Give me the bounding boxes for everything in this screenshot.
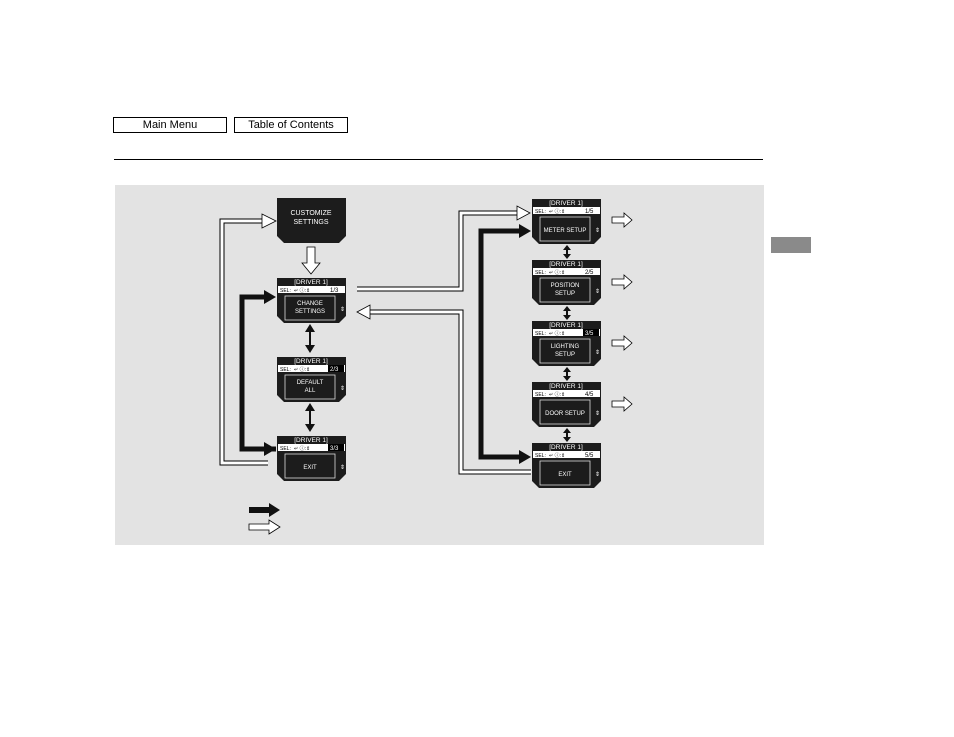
screen-label-1: POSITION <box>551 283 580 289</box>
open-arrow-small-1 <box>611 212 633 228</box>
screen-counter: 2/5 <box>585 270 594 276</box>
table-of-contents-button[interactable]: Table of Contents <box>234 117 348 133</box>
left-screen-2: [DRIVER 1] SEL: ↵ ⓘ:⇕ 2/3 DEFAULT ALL ⇕ <box>277 357 346 402</box>
customize-line2: SETTINGS <box>293 219 328 226</box>
screen-label-1: METER SETUP <box>544 228 587 234</box>
sel-label: SEL: <box>535 270 546 276</box>
sel-label: SEL: <box>535 392 546 398</box>
customize-line1: CUSTOMIZE <box>290 210 331 217</box>
legend-dark-arrow <box>249 503 280 517</box>
screen-header: [DRIVER 1] <box>294 279 328 286</box>
svg-text:↵ ⓘ:⇕: ↵ ⓘ:⇕ <box>549 269 565 276</box>
svg-text:⇕: ⇕ <box>595 410 600 417</box>
svg-text:⇕: ⇕ <box>340 385 345 392</box>
dark-loop-right <box>478 228 520 460</box>
double-arrow-right-1 <box>563 245 571 259</box>
svg-text:⇕: ⇕ <box>340 306 345 313</box>
screen-label-2: SETUP <box>555 352 575 358</box>
double-arrow-right-4 <box>563 428 571 442</box>
svg-text:⇕: ⇕ <box>340 464 345 471</box>
customize-settings-screen: CUSTOMIZE SETTINGS <box>277 198 346 243</box>
svg-text:⇕: ⇕ <box>595 227 600 234</box>
screen-label-1: EXIT <box>558 472 572 478</box>
screen-label-1: DOOR SETUP <box>545 411 585 417</box>
screen-label-1: DEFAULT <box>297 380 324 386</box>
double-arrow-right-3 <box>563 367 571 381</box>
screen-label-1: EXIT <box>303 465 317 471</box>
open-arrow-to-right <box>357 210 518 292</box>
svg-text:↵ ⓘ:⇕: ↵ ⓘ:⇕ <box>549 330 565 337</box>
screen-header: [DRIVER 1] <box>549 261 583 268</box>
left-screen-3: [DRIVER 1] SEL: ↵ ⓘ:⇕ 3/3 EXIT ⇕ <box>277 436 346 481</box>
screen-header: [DRIVER 1] <box>549 200 583 207</box>
screen-header: [DRIVER 1] <box>294 358 328 365</box>
svg-text:⇕: ⇕ <box>595 471 600 478</box>
screen-label-2: SETTINGS <box>295 309 325 315</box>
screen-counter: 5/5 <box>585 453 594 459</box>
svg-text:⇕: ⇕ <box>595 288 600 295</box>
open-arrow-small-4 <box>611 396 633 412</box>
dark-loop-left <box>239 294 276 452</box>
screen-counter: 2/3 <box>330 367 339 373</box>
sel-label: SEL: <box>535 209 546 215</box>
left-screen-1: [DRIVER 1] SEL: ↵ ⓘ:⇕ 1/3 CHANGE SETTING… <box>277 278 346 323</box>
right-screen-2: [DRIVER 1] SEL: ↵ ⓘ:⇕ 2/5 POSITION SETUP… <box>532 260 601 305</box>
screen-counter: 3/3 <box>330 446 339 452</box>
svg-text:↵ ⓘ:⇕: ↵ ⓘ:⇕ <box>294 366 310 373</box>
right-screen-1: [DRIVER 1] SEL: ↵ ⓘ:⇕ 1/5 METER SETUP ⇕ <box>532 199 601 244</box>
double-arrow-left-1 <box>305 324 315 353</box>
header-divider <box>114 159 763 160</box>
open-arrow-small-2 <box>611 274 633 290</box>
screen-label-2: ALL <box>305 388 316 394</box>
svg-text:↵ ⓘ:⇕: ↵ ⓘ:⇕ <box>294 445 310 452</box>
screen-header: [DRIVER 1] <box>549 383 583 390</box>
screen-header: [DRIVER 1] <box>549 444 583 451</box>
screen-counter: 1/5 <box>585 209 594 215</box>
screen-counter: 1/3 <box>330 288 339 294</box>
sel-label: SEL: <box>535 453 546 459</box>
sel-label: SEL: <box>280 367 291 373</box>
screen-label-1: LIGHTING <box>551 344 580 350</box>
sel-label: SEL: <box>280 288 291 294</box>
screen-label-2: SETUP <box>555 291 575 297</box>
sel-label: SEL: <box>535 331 546 337</box>
arrow-down-open <box>301 246 321 275</box>
svg-text:⇕: ⇕ <box>595 349 600 356</box>
open-arrow-small-3 <box>611 335 633 351</box>
section-tab[interactable] <box>771 237 811 253</box>
screen-counter: 3/5 <box>585 331 594 337</box>
sel-label: SEL: <box>280 446 291 452</box>
right-screen-3: [DRIVER 1] SEL: ↵ ⓘ:⇕ 3/5 LIGHTING SETUP… <box>532 321 601 366</box>
double-arrow-left-2 <box>305 403 315 432</box>
screen-header: [DRIVER 1] <box>549 322 583 329</box>
legend-open-arrow <box>248 519 281 535</box>
svg-text:↵ ⓘ:⇕: ↵ ⓘ:⇕ <box>549 452 565 459</box>
svg-text:↵ ⓘ:⇕: ↵ ⓘ:⇕ <box>294 287 310 294</box>
open-arrow-back-left <box>369 309 531 475</box>
open-loop-left <box>219 218 268 466</box>
svg-text:↵ ⓘ:⇕: ↵ ⓘ:⇕ <box>549 208 565 215</box>
screen-label-1: CHANGE <box>297 301 323 307</box>
svg-text:↵ ⓘ:⇕: ↵ ⓘ:⇕ <box>549 391 565 398</box>
double-arrow-right-2 <box>563 306 571 320</box>
main-menu-button[interactable]: Main Menu <box>113 117 227 133</box>
right-screen-4: [DRIVER 1] SEL: ↵ ⓘ:⇕ 4/5 DOOR SETUP ⇕ <box>532 382 601 427</box>
screen-header: [DRIVER 1] <box>294 437 328 444</box>
right-screen-5: [DRIVER 1] SEL: ↵ ⓘ:⇕ 5/5 EXIT ⇕ <box>532 443 601 488</box>
screen-counter: 4/5 <box>585 392 594 398</box>
